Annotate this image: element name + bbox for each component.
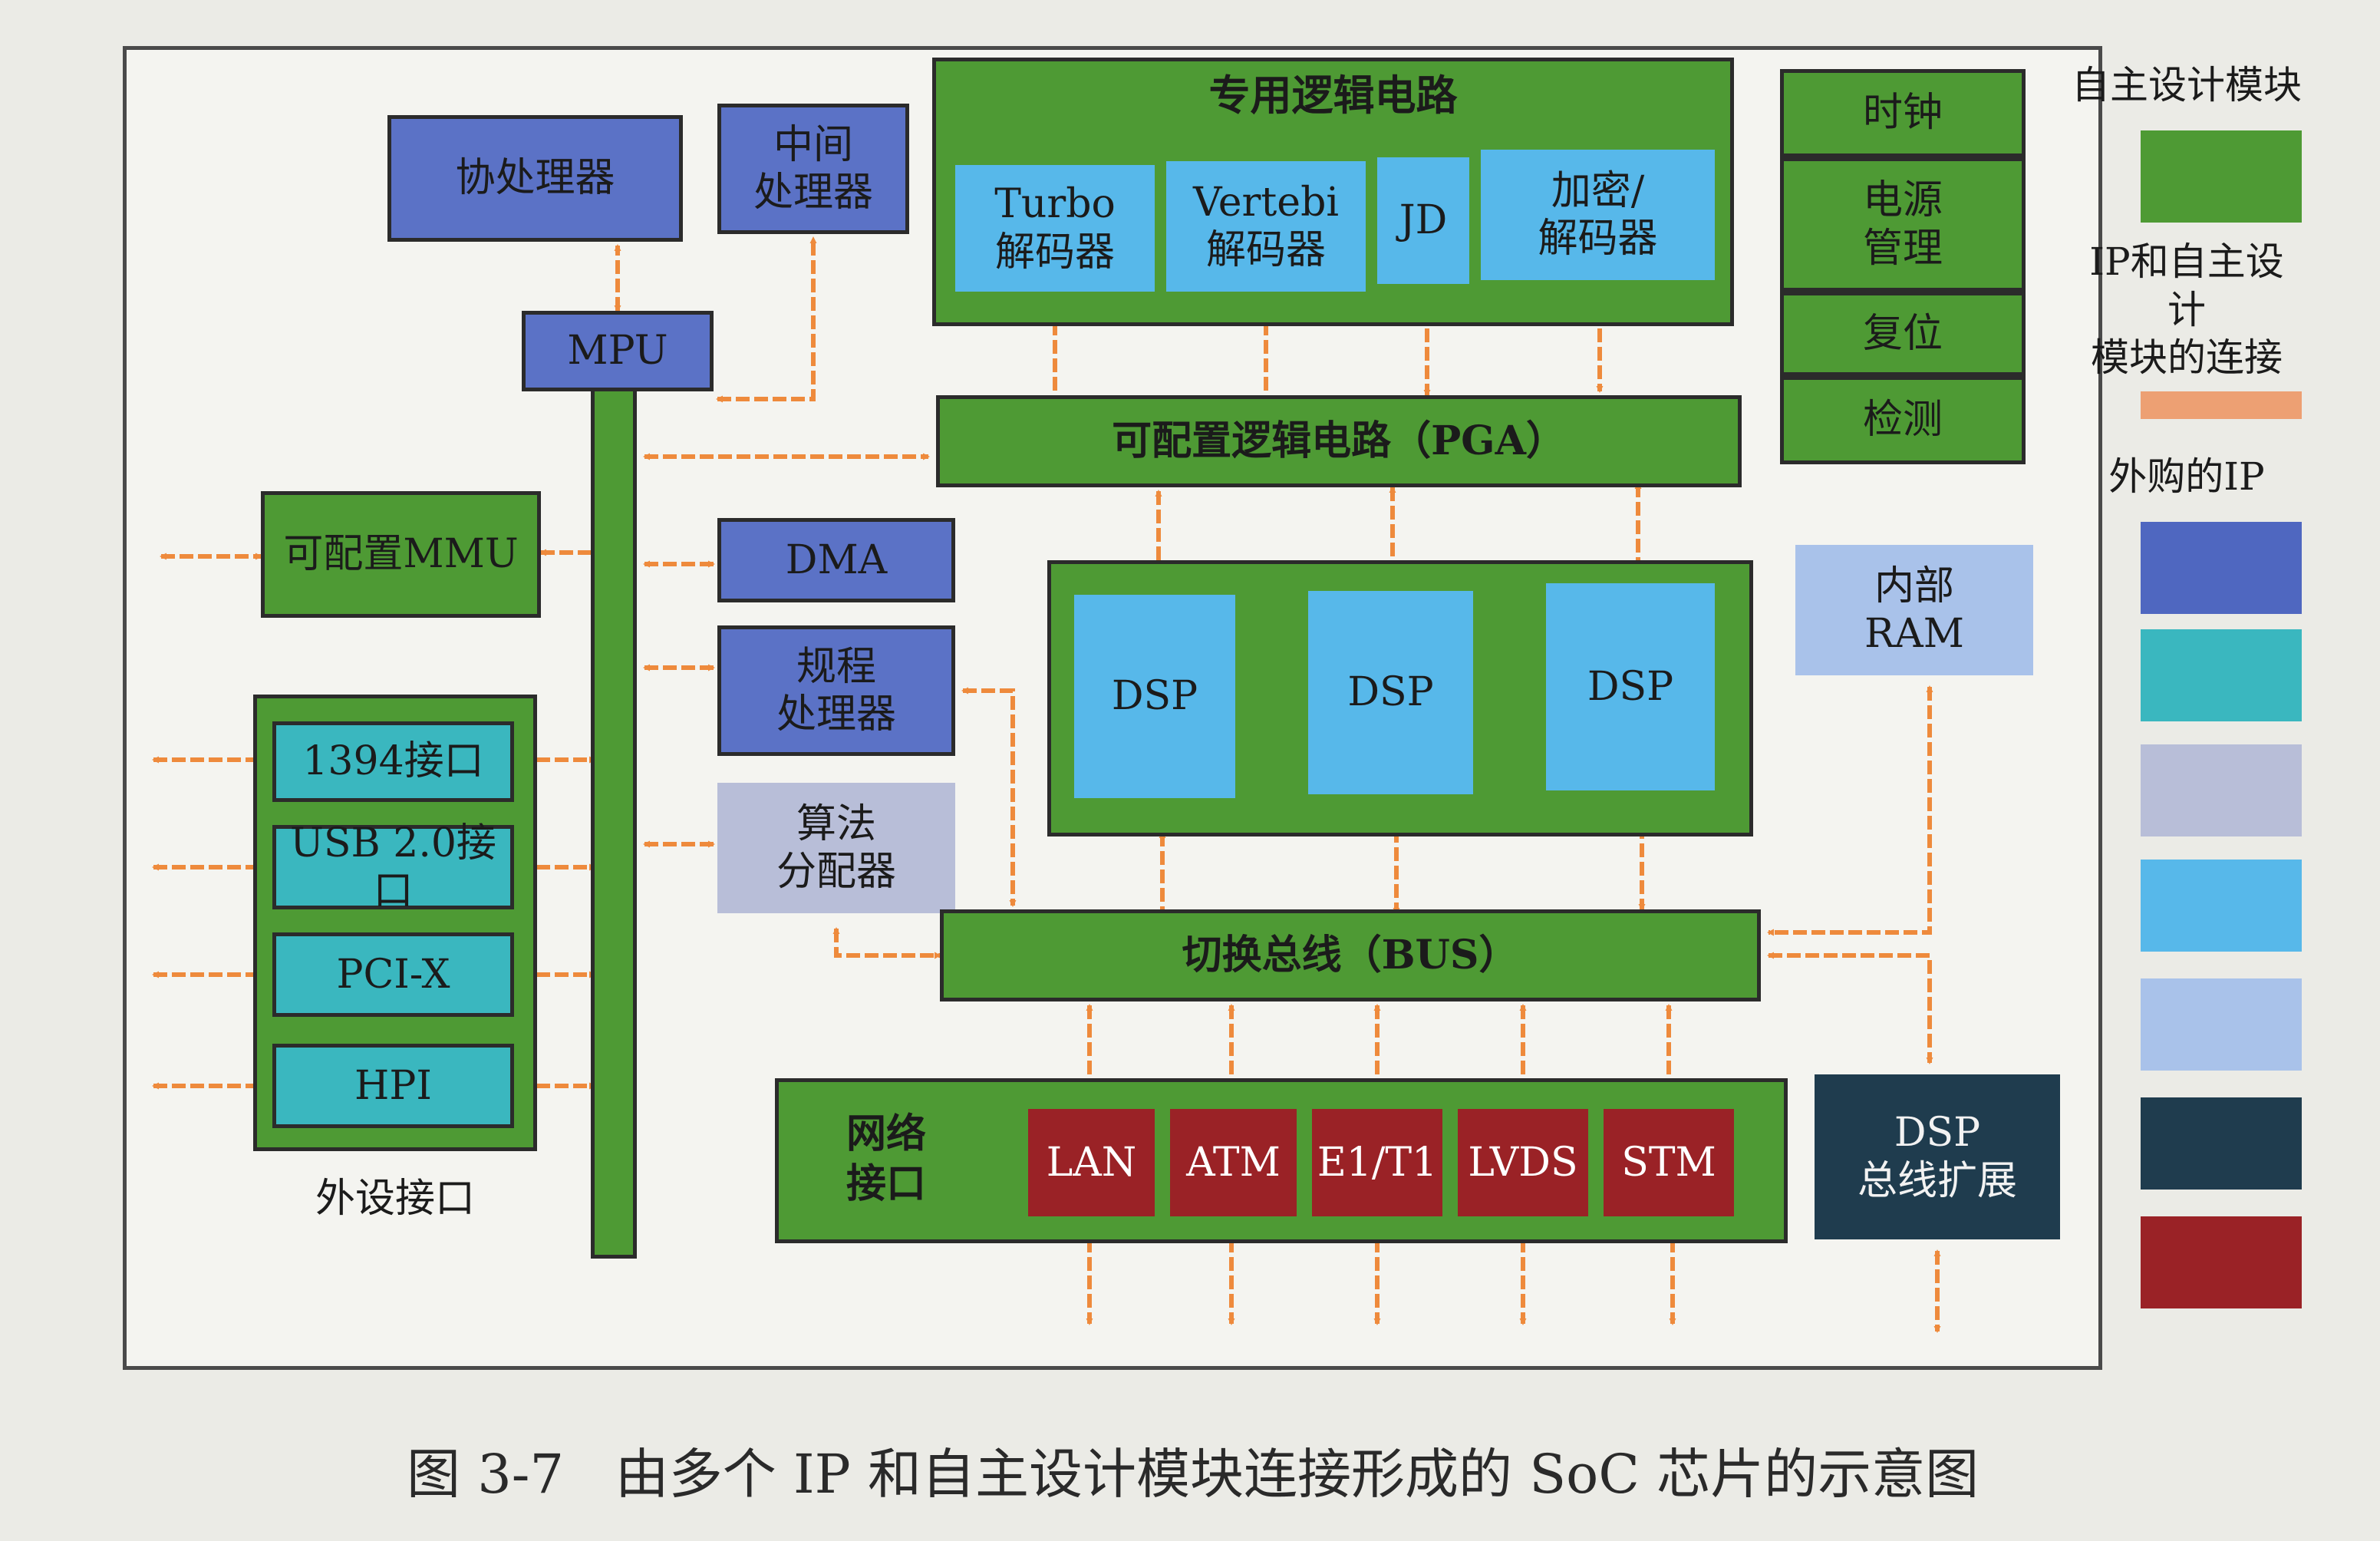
conn-algo-bus xyxy=(832,927,941,959)
internal-ram-block: 内部 RAM xyxy=(1795,545,2033,675)
net-lvds: LVDS xyxy=(1458,1109,1588,1216)
legend-swatch-self-designed xyxy=(2141,130,2302,223)
power-management-block: 电源 管理 xyxy=(1780,157,2026,292)
rule-processor-block: 规程 处理器 xyxy=(717,625,955,756)
net-stm: STM xyxy=(1604,1109,1734,1216)
dma-block: DMA xyxy=(717,518,955,602)
pga-block: 可配置逻辑电路（PGA） xyxy=(936,395,1742,487)
port-hpi: HPI xyxy=(272,1044,514,1128)
figure-caption: 图 3-7 由多个 IP 和自主设计模块连接形成的 SoC 芯片的示意图 xyxy=(407,1443,1979,1506)
legend-connection-label: IP和自主设计 模块的连接 xyxy=(2089,239,2284,380)
net-e1t1: E1/T1 xyxy=(1312,1109,1442,1216)
legend-self-designed-label: 自主设计模块 xyxy=(2072,63,2302,107)
dsp-1: DSP xyxy=(1074,595,1235,798)
legend-swatch-ip-3 xyxy=(2141,744,2302,836)
algorithm-allocator-block: 算法 分配器 xyxy=(717,783,955,913)
port-pcix: PCI-X xyxy=(272,932,514,1017)
vertebi-decoder: Vertebi 解码器 xyxy=(1166,161,1366,292)
jd-block: JD xyxy=(1377,157,1469,284)
legend-swatch-ip-6 xyxy=(2141,1097,2302,1190)
mpu-block: MPU xyxy=(522,311,714,391)
clock-block: 时钟 xyxy=(1780,69,2026,157)
crypto-decoder: 加密/ 解码器 xyxy=(1481,150,1715,280)
reset-block: 复位 xyxy=(1780,292,2026,376)
dsp-3: DSP xyxy=(1546,583,1715,790)
legend-swatch-ip-1 xyxy=(2141,522,2302,614)
legend-swatch-ip-2 xyxy=(2141,629,2302,721)
port-usb: USB 2.0接口 xyxy=(272,820,514,914)
legend-swatch-ip-5 xyxy=(2141,978,2302,1071)
net-lan: LAN xyxy=(1028,1109,1155,1216)
conn-ram-bus xyxy=(1767,685,1933,936)
mmu-block: 可配置MMU xyxy=(261,491,541,618)
peripheral-caption: 外设接口 xyxy=(315,1176,475,1222)
mpu-system-bus xyxy=(591,388,637,1259)
net-atm: ATM xyxy=(1170,1109,1297,1216)
detect-block: 检测 xyxy=(1780,376,2026,464)
conn-bar-midprocessor xyxy=(716,236,817,403)
turbo-decoder: Turbo 解码器 xyxy=(955,165,1155,292)
legend-swatch-ip-7 xyxy=(2141,1216,2302,1308)
legend-purchased-ip-label: 外购的IP xyxy=(2108,454,2265,499)
legend-swatch-ip-4 xyxy=(2141,860,2302,952)
dsp-bus-extension-block: DSP 总线扩展 xyxy=(1815,1074,2060,1239)
coprocessor-block: 协处理器 xyxy=(387,115,683,242)
dedicated-logic-title: 专用逻辑电路 xyxy=(1208,71,1458,120)
mid-processor-block: 中间 处理器 xyxy=(717,104,909,234)
switch-bus: 切换总线（BUS） xyxy=(940,909,1761,1001)
network-interface-title: 网络 接口 xyxy=(846,1110,926,1207)
conn-bus-dspext xyxy=(1767,952,1933,1064)
conn-rule-bus xyxy=(961,687,1017,907)
port-1394: 1394接口 xyxy=(272,721,514,802)
legend-swatch-connection xyxy=(2141,391,2302,419)
dsp-2: DSP xyxy=(1308,591,1473,794)
